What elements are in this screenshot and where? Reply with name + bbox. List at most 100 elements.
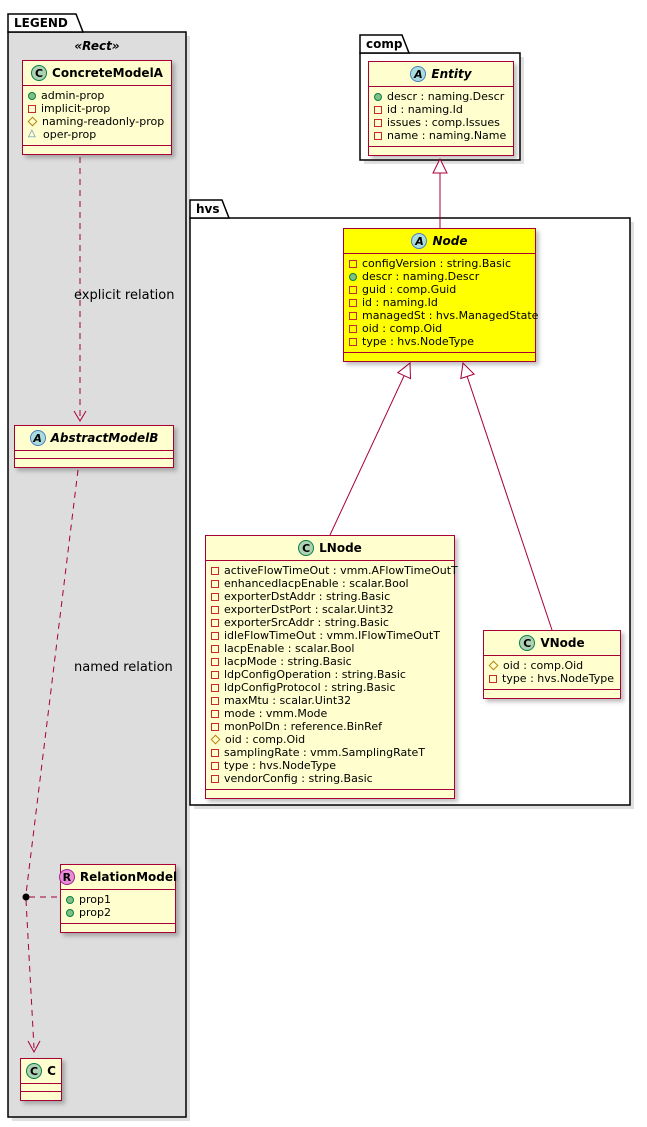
attribute-text: implicit-prop bbox=[41, 102, 111, 115]
square-icon bbox=[211, 631, 219, 640]
attribute-row: prop2 bbox=[66, 906, 170, 919]
attribute-row: idleFlowTimeOut : vmm.IFlowTimeOutT bbox=[211, 629, 449, 642]
attribute-text: id : naming.Id bbox=[387, 103, 463, 116]
class-name: Entity bbox=[431, 67, 472, 81]
attribute-text: oid : comp.Oid bbox=[503, 659, 584, 672]
attribute-text: exporterDstPort : scalar.Uint32 bbox=[224, 603, 394, 616]
class-name: AbstractModelB bbox=[50, 431, 159, 445]
inheritance-arrow-vnode-node bbox=[460, 361, 553, 631]
attribute-row: implicit-prop bbox=[28, 102, 166, 115]
attribute-text: exporterSrcAddr : string.Basic bbox=[224, 616, 389, 629]
class-header: R RelationModel bbox=[58, 865, 178, 890]
attribute-row: id : naming.Id bbox=[349, 296, 530, 309]
attribute-row: oper-prop bbox=[28, 128, 166, 141]
class-header: C C bbox=[21, 1059, 61, 1084]
class-icon: C bbox=[31, 65, 48, 81]
attribute-text: oid : comp.Oid bbox=[362, 322, 443, 335]
attribute-row: name : naming.Name bbox=[374, 129, 508, 142]
class-icon: C bbox=[298, 540, 315, 556]
attribute-row: oid : comp.Oid bbox=[488, 659, 615, 672]
square-icon bbox=[374, 118, 382, 127]
square-icon bbox=[349, 311, 357, 320]
class-header: C LNode bbox=[206, 536, 454, 561]
square-icon bbox=[211, 761, 219, 770]
attribute-row: activeFlowTimeOut : vmm.AFlowTimeOutT bbox=[211, 564, 458, 577]
attribute-list: prop1 prop2 bbox=[61, 890, 175, 923]
attribute-text: oper-prop bbox=[43, 128, 97, 141]
methods-compartment bbox=[23, 145, 171, 154]
class-name: RelationModel bbox=[79, 870, 178, 884]
named-relation-lines bbox=[22, 469, 79, 1054]
class-box-c: C C bbox=[20, 1058, 62, 1101]
attribute-row: ldpConfigOperation : string.Basic bbox=[211, 668, 449, 681]
class-box-concrete-model-a: C ConcreteModelA admin-prop implicit-pro… bbox=[22, 60, 172, 155]
square-icon bbox=[349, 337, 357, 346]
class-header: C ConcreteModelA bbox=[23, 61, 171, 86]
attribute-text: lacpMode : string.Basic bbox=[224, 655, 352, 668]
attribute-text: id : naming.Id bbox=[362, 296, 438, 309]
class-box-lnode: C LNode activeFlowTimeOut : vmm.AFlowTim… bbox=[205, 535, 458, 799]
class-box-vnode: C VNode oid : comp.Oid type : hvs.NodeTy… bbox=[483, 630, 621, 699]
class-header: A Entity bbox=[369, 62, 513, 87]
attribute-text: vendorConfig : string.Basic bbox=[224, 772, 373, 785]
attribute-text: naming-readonly-prop bbox=[42, 115, 165, 128]
class-name: Node bbox=[432, 234, 468, 248]
attribute-text: guid : comp.Guid bbox=[362, 283, 457, 296]
square-icon bbox=[211, 696, 219, 705]
class-icon: C bbox=[26, 1063, 43, 1079]
relation-junction-dot bbox=[22, 893, 30, 901]
attribute-text: mode : vmm.Mode bbox=[224, 707, 328, 720]
class-name: C bbox=[47, 1064, 56, 1078]
attribute-row: guid : comp.Guid bbox=[349, 283, 530, 296]
hvs-package-name: hvs bbox=[196, 202, 220, 216]
attribute-row: prop1 bbox=[66, 893, 170, 906]
square-icon bbox=[349, 324, 357, 333]
attribute-text: type : hvs.NodeType bbox=[362, 335, 474, 348]
attribute-row: admin-prop bbox=[28, 89, 166, 102]
attribute-row: type : hvs.NodeType bbox=[211, 759, 449, 772]
explicit-relation-arrow bbox=[73, 157, 87, 422]
square-icon bbox=[211, 683, 219, 692]
hvs-package-tab bbox=[189, 199, 231, 219]
attribute-row: issues : comp.Issues bbox=[374, 116, 508, 129]
attribute-row: monPolDn : reference.BinRef bbox=[211, 720, 449, 733]
methods-compartment bbox=[484, 689, 620, 698]
attribute-row: lacpEnable : scalar.Bool bbox=[211, 642, 449, 655]
attribute-row: type : hvs.NodeType bbox=[349, 335, 530, 348]
comp-package-tab bbox=[359, 34, 411, 54]
square-icon bbox=[211, 670, 219, 679]
attribute-text: type : hvs.NodeType bbox=[224, 759, 336, 772]
abstract-class-icon: A bbox=[411, 233, 428, 249]
inheritance-arrow-node-entity bbox=[432, 157, 448, 228]
square-icon bbox=[211, 657, 219, 666]
attribute-text: name : naming.Name bbox=[387, 129, 507, 142]
attribute-row: maxMtu : scalar.Uint32 bbox=[211, 694, 449, 707]
attribute-row: descr : naming.Descr bbox=[374, 90, 508, 103]
attribute-row: ldpConfigProtocol : string.Basic bbox=[211, 681, 449, 694]
square-icon bbox=[489, 674, 497, 683]
attribute-list: configVersion : string.Basic descr : nam… bbox=[344, 254, 538, 352]
legend-package-name: LEGEND bbox=[14, 16, 68, 30]
attribute-row: exporterSrcAddr : string.Basic bbox=[211, 616, 449, 629]
attribute-text: prop1 bbox=[79, 893, 111, 906]
square-icon bbox=[211, 709, 219, 718]
attribute-text: oid : comp.Oid bbox=[225, 733, 306, 746]
attribute-text: ldpConfigProtocol : string.Basic bbox=[224, 681, 396, 694]
class-header: A AbstractModelB bbox=[15, 426, 173, 451]
square-icon bbox=[374, 105, 382, 114]
abstract-class-icon: A bbox=[29, 430, 46, 446]
attribute-text: idleFlowTimeOut : vmm.IFlowTimeOutT bbox=[224, 629, 440, 642]
square-icon bbox=[211, 618, 219, 627]
attribute-text: issues : comp.Issues bbox=[387, 116, 500, 129]
attribute-text: enhancedlacpEnable : scalar.Bool bbox=[224, 577, 409, 590]
attribute-list: activeFlowTimeOut : vmm.AFlowTimeOutT en… bbox=[206, 561, 458, 789]
legend-package-tab bbox=[7, 13, 85, 33]
circle-icon bbox=[28, 91, 36, 100]
inheritance-arrow-lnode-node bbox=[329, 361, 412, 536]
attribute-text: descr : naming.Descr bbox=[387, 90, 505, 103]
square-icon bbox=[374, 131, 382, 140]
attribute-row: lacpMode : string.Basic bbox=[211, 655, 449, 668]
diamond-icon bbox=[488, 660, 499, 671]
square-icon bbox=[349, 298, 357, 307]
